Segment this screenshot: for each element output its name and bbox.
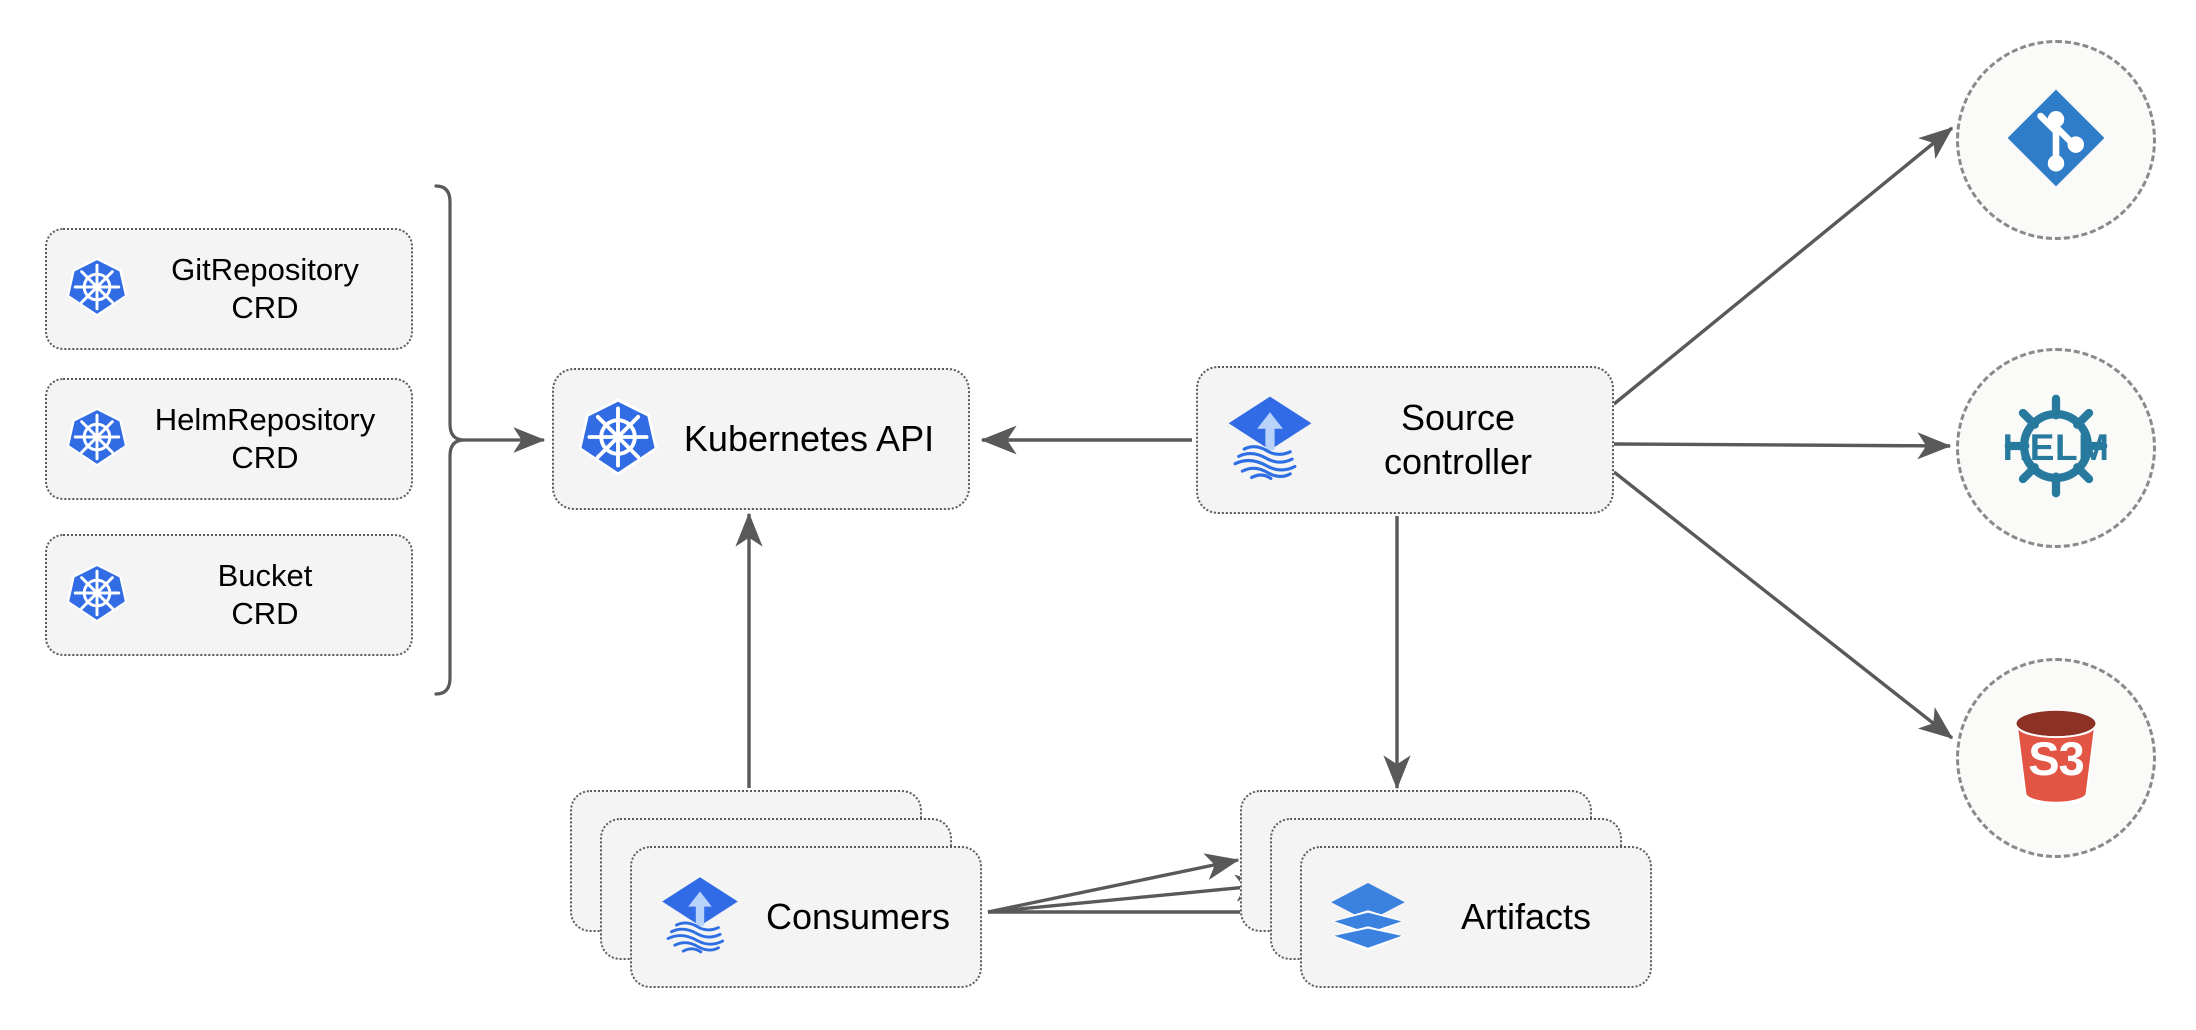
card-gitrepository-crd[interactable]: GitRepository CRD: [45, 228, 413, 350]
edge-source-controller-to-s3: [1612, 470, 1954, 740]
card-label: GitRepository CRD: [171, 252, 359, 325]
card-helmrepository-crd[interactable]: HelmRepository CRD: [45, 378, 413, 500]
card-label: Bucket CRD: [217, 558, 313, 631]
external-source-s3[interactable]: S3: [1956, 658, 2156, 858]
card-label: HelmRepository CRD: [154, 402, 376, 475]
node-label: Artifacts: [1460, 896, 1592, 937]
node-label: Source controller: [1383, 397, 1533, 482]
node-consumers-stack[interactable]: Consumers: [570, 790, 1000, 990]
kubernetes-icon: [65, 255, 129, 324]
node-label: Kubernetes API: [683, 418, 935, 460]
kubernetes-icon: [576, 395, 660, 484]
consumers-stack-card-front[interactable]: Consumers: [630, 846, 982, 988]
s3-bucket-icon: [1998, 698, 2114, 819]
git-icon: [2001, 83, 2111, 198]
crd-bracket: [434, 184, 465, 696]
edge-consumers-to-artifacts-2: [987, 874, 1270, 914]
node-source-controller[interactable]: Source controller: [1196, 366, 1614, 514]
card-bucket-crd[interactable]: Bucket CRD: [45, 534, 413, 656]
edge-source-controller-to-git: [1612, 126, 1954, 406]
external-source-helm[interactable]: HELM: [1956, 348, 2156, 548]
external-source-git[interactable]: [1956, 40, 2156, 240]
node-artifacts-stack[interactable]: Artifacts: [1240, 790, 1670, 990]
flux-icon: [658, 873, 742, 962]
node-kubernetes-api[interactable]: Kubernetes API: [552, 368, 970, 510]
edge-source-controller-to-helm: [1613, 432, 1952, 460]
artifacts-stack-card-front[interactable]: Artifacts: [1300, 846, 1652, 988]
helm-wheel-icon: [1997, 387, 2115, 510]
kubernetes-icon: [65, 405, 129, 474]
node-label: Consumers: [765, 896, 951, 937]
layers-icon: [1328, 875, 1408, 960]
kubernetes-icon: [65, 561, 129, 630]
edge-consumers-to-artifacts-1: [987, 853, 1240, 914]
flux-icon: [1224, 392, 1316, 489]
